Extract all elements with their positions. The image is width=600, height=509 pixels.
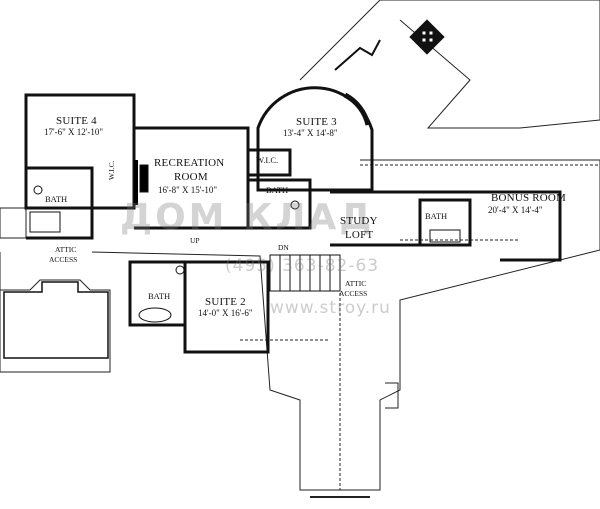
bath-bonus: BATH [425,211,448,221]
roof-outline-upper-right [299,0,600,129]
toilet-suite3 [290,200,300,210]
bath-suite2: BATH [148,291,171,301]
wall-suite3-wic [248,148,292,177]
stair-dn: DN [278,243,289,252]
tub-suite2 [138,307,172,323]
study-name-2: LOFT [345,229,374,241]
wall-bonus-bath [418,198,472,247]
roof-outline-left [0,252,111,373]
bonus-name: BONUS ROOM [491,192,567,204]
tub-suite4 [29,211,61,233]
suite3-dims: 13'-4" X 14'-8" [283,128,338,138]
recreation-dims: 16'-8" X 15'-10" [158,185,218,195]
closet-recreation [139,164,149,193]
attic-mid-2: ACCESS [339,289,368,298]
watermark-site: www.stroy.ru [270,298,391,318]
roof-outline-right [360,159,600,250]
dormer-top [334,39,381,71]
wall-dormer [3,281,109,359]
suite2-dims: 14'-0" X 16'-6" [198,308,253,318]
suite4-dims: 17'-6" X 12'-10" [44,127,104,137]
wall-suite4-bath [26,166,94,240]
bay-outline [385,382,399,409]
stair-up: UP [190,236,200,245]
bath-suite4: BATH [45,194,68,204]
stair [269,254,341,292]
bonus-dims: 20'-4" X 14'-4" [488,205,543,215]
wic-suite3: W.I.C. [256,155,279,165]
chimney [409,19,445,55]
attic-left-2: ACCESS [49,255,78,264]
recreation-name-2: ROOM [174,171,208,183]
wall-suite2-bath [128,260,187,327]
suite3-name: SUITE 3 [296,116,337,128]
toilet-suite4 [33,185,43,195]
wall-suite4 [24,93,136,210]
tub-bonus [429,229,461,243]
wic-suite4: W.I.C. [107,160,116,180]
bath-suite3: BATH [266,185,289,195]
window-suite3 [343,92,371,126]
roof-outline [0,207,27,239]
wall-suite3 [256,86,374,192]
wall-recreation [134,126,250,230]
watermark-logo: ДОМ КЛАД [120,197,375,238]
watermark-phone: (495) 363-82-63 [225,256,380,276]
roof-ridge [240,164,600,490]
wall-suite3-bath [248,178,312,230]
recreation-name-1: RECREATION [154,157,225,169]
attic-mid-1: ATTIC [345,279,367,288]
suite2-name: SUITE 2 [205,296,246,308]
toilet-suite2 [175,265,185,275]
study-name-1: STUDY [340,215,378,227]
attic-left-1: ATTIC [55,245,77,254]
suite4-name: SUITE 4 [56,115,97,127]
